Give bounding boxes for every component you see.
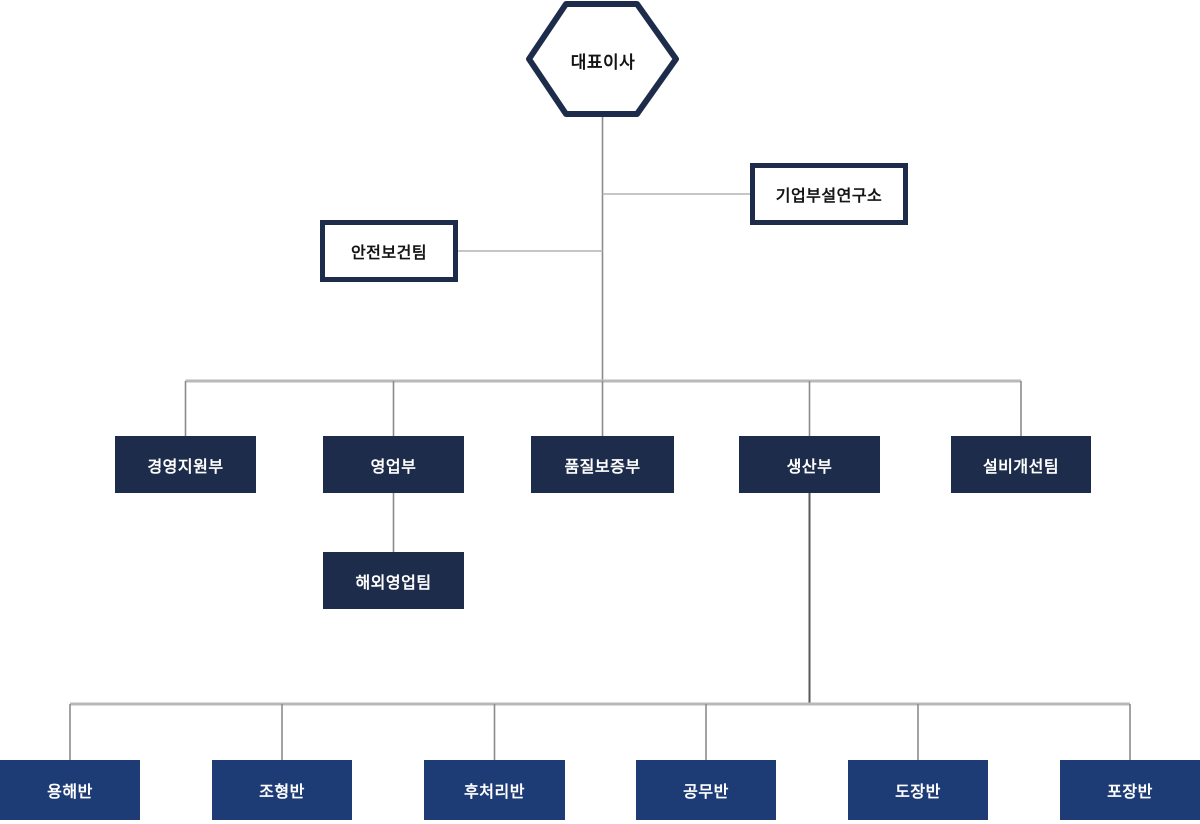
org-node-label: 안전보건팀	[350, 245, 428, 262]
org-node-label: 해외영업팀	[355, 574, 432, 592]
org-node-label: 생산부	[786, 458, 833, 476]
org-node-label: 설비개선팀	[982, 458, 1060, 476]
org-node-safety-health-team: 안전보건팀	[320, 220, 458, 282]
org-node-sales-dept: 영업부	[323, 436, 464, 493]
org-node-label: 도장반	[895, 784, 941, 801]
org-node-label: 조형반	[259, 784, 305, 801]
org-node-packing-team: 포장반	[1060, 760, 1200, 820]
org-node-label: 용해반	[47, 784, 93, 801]
org-node-ceo: 대표이사	[524, 0, 682, 120]
org-node-molding-team: 조형반	[212, 760, 352, 820]
org-node-label: 경영지원부	[147, 458, 224, 476]
org-node-management-support-dept: 경영지원부	[115, 436, 256, 493]
org-node-label: 품질보증부	[564, 458, 641, 476]
org-node-facility-improvement-team: 설비개선팀	[951, 436, 1091, 493]
org-node-research-institute: 기업부설연구소	[750, 163, 908, 225]
org-node-melting-team: 용해반	[0, 760, 140, 820]
org-node-label: 포장반	[1107, 784, 1153, 801]
org-node-label: 후처리반	[464, 784, 525, 801]
org-node-production-dept: 생산부	[739, 436, 880, 493]
org-node-label: 기업부설연구소	[775, 188, 883, 205]
org-node-painting-team: 도장반	[848, 760, 988, 820]
org-node-engineering-team: 공무반	[636, 760, 776, 820]
hexagon-shape	[526, 1, 679, 117]
org-node-label: 공무반	[683, 784, 729, 801]
org-node-label: 영업부	[370, 458, 417, 476]
org-node-label: 대표이사	[570, 52, 636, 72]
org-node-overseas-sales-team: 해외영업팀	[323, 552, 464, 609]
org-node-post-processing-team: 후처리반	[424, 760, 565, 820]
org-node-quality-assurance-dept: 품질보증부	[531, 436, 674, 493]
